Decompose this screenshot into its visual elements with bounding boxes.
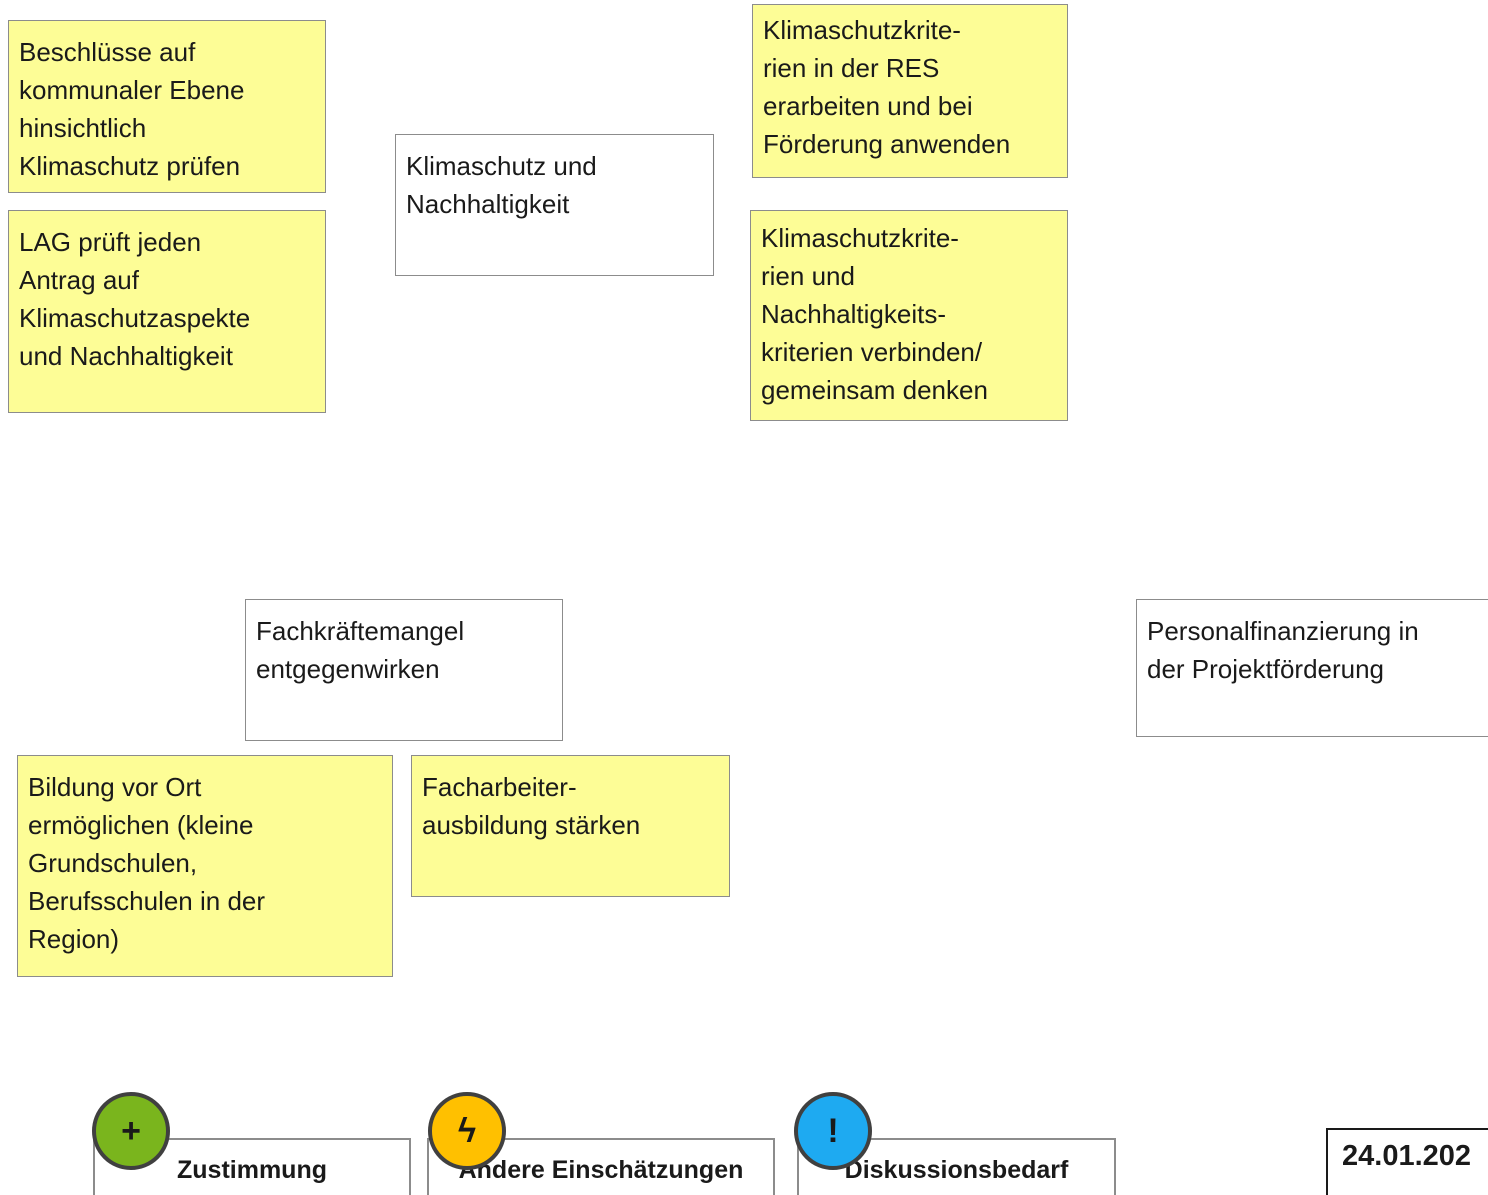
note-personalfinanzierung[interactable]: Personalfinanzierung in der Projektförde… <box>1136 599 1488 737</box>
legend-diskussionsbedarf: Diskussionsbedarf <box>797 1138 1116 1195</box>
exclamation-icon: ! <box>794 1092 872 1170</box>
note-klimaschutz-nachhaltigkeit[interactable]: Klimaschutz und Nachhaltigkeit <box>395 134 714 276</box>
plus-icon: + <box>92 1092 170 1170</box>
note-bildung[interactable]: Bildung vor Ort ermöglichen (kleine Grun… <box>17 755 393 977</box>
legend-zustimmung-label: Zustimmung <box>177 1156 327 1184</box>
date-label: 24.01.202 <box>1326 1128 1488 1195</box>
legend-diskussion-label: Diskussionsbedarf <box>844 1156 1069 1184</box>
note-kriterien-verbinden[interactable]: Klimaschutzkrite- rien und Nachhaltigkei… <box>750 210 1068 421</box>
note-beschluesse[interactable]: Beschlüsse auf kommunaler Ebene hinsicht… <box>8 20 326 193</box>
legend-andere-einschaetzungen: Andere Einschätzungen <box>427 1138 775 1195</box>
note-facharbeiter[interactable]: Facharbeiter- ausbildung stärken <box>411 755 730 897</box>
lightning-icon: ϟ <box>428 1092 506 1170</box>
legend-andere-label: Andere Einschätzungen <box>458 1156 744 1184</box>
note-res-kriterien[interactable]: Klimaschutzkrite- rien in der RES erarbe… <box>752 4 1068 178</box>
note-fachkraeftemangel[interactable]: Fachkräftemangel entgegenwirken <box>245 599 563 741</box>
note-lag[interactable]: LAG prüft jeden Antrag auf Klimaschutzas… <box>8 210 326 413</box>
